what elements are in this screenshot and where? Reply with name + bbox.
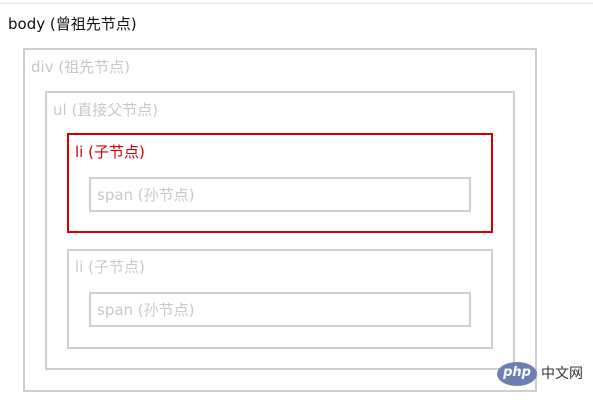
li-node-label-second: li (子节点) [75, 258, 145, 276]
php-cn-watermark: php 中文网 [497, 360, 593, 388]
ul-node-label: ul (直接父节点) [53, 101, 159, 119]
span-node-label-first: span (孙节点) [97, 186, 195, 204]
php-logo-text: php [503, 365, 531, 380]
top-divider [0, 3, 593, 4]
span-node-box-second [89, 292, 471, 327]
li-node-label-highlighted: li (子节点) [75, 143, 145, 161]
body-node-label: body (曾祖先节点) [8, 15, 137, 33]
watermark-site-text: 中文网 [541, 366, 583, 382]
span-node-label-second: span (孙节点) [97, 301, 195, 319]
php-logo-icon [497, 362, 537, 386]
span-node-box-first [89, 177, 471, 212]
div-node-label: div (祖先节点) [31, 58, 131, 76]
